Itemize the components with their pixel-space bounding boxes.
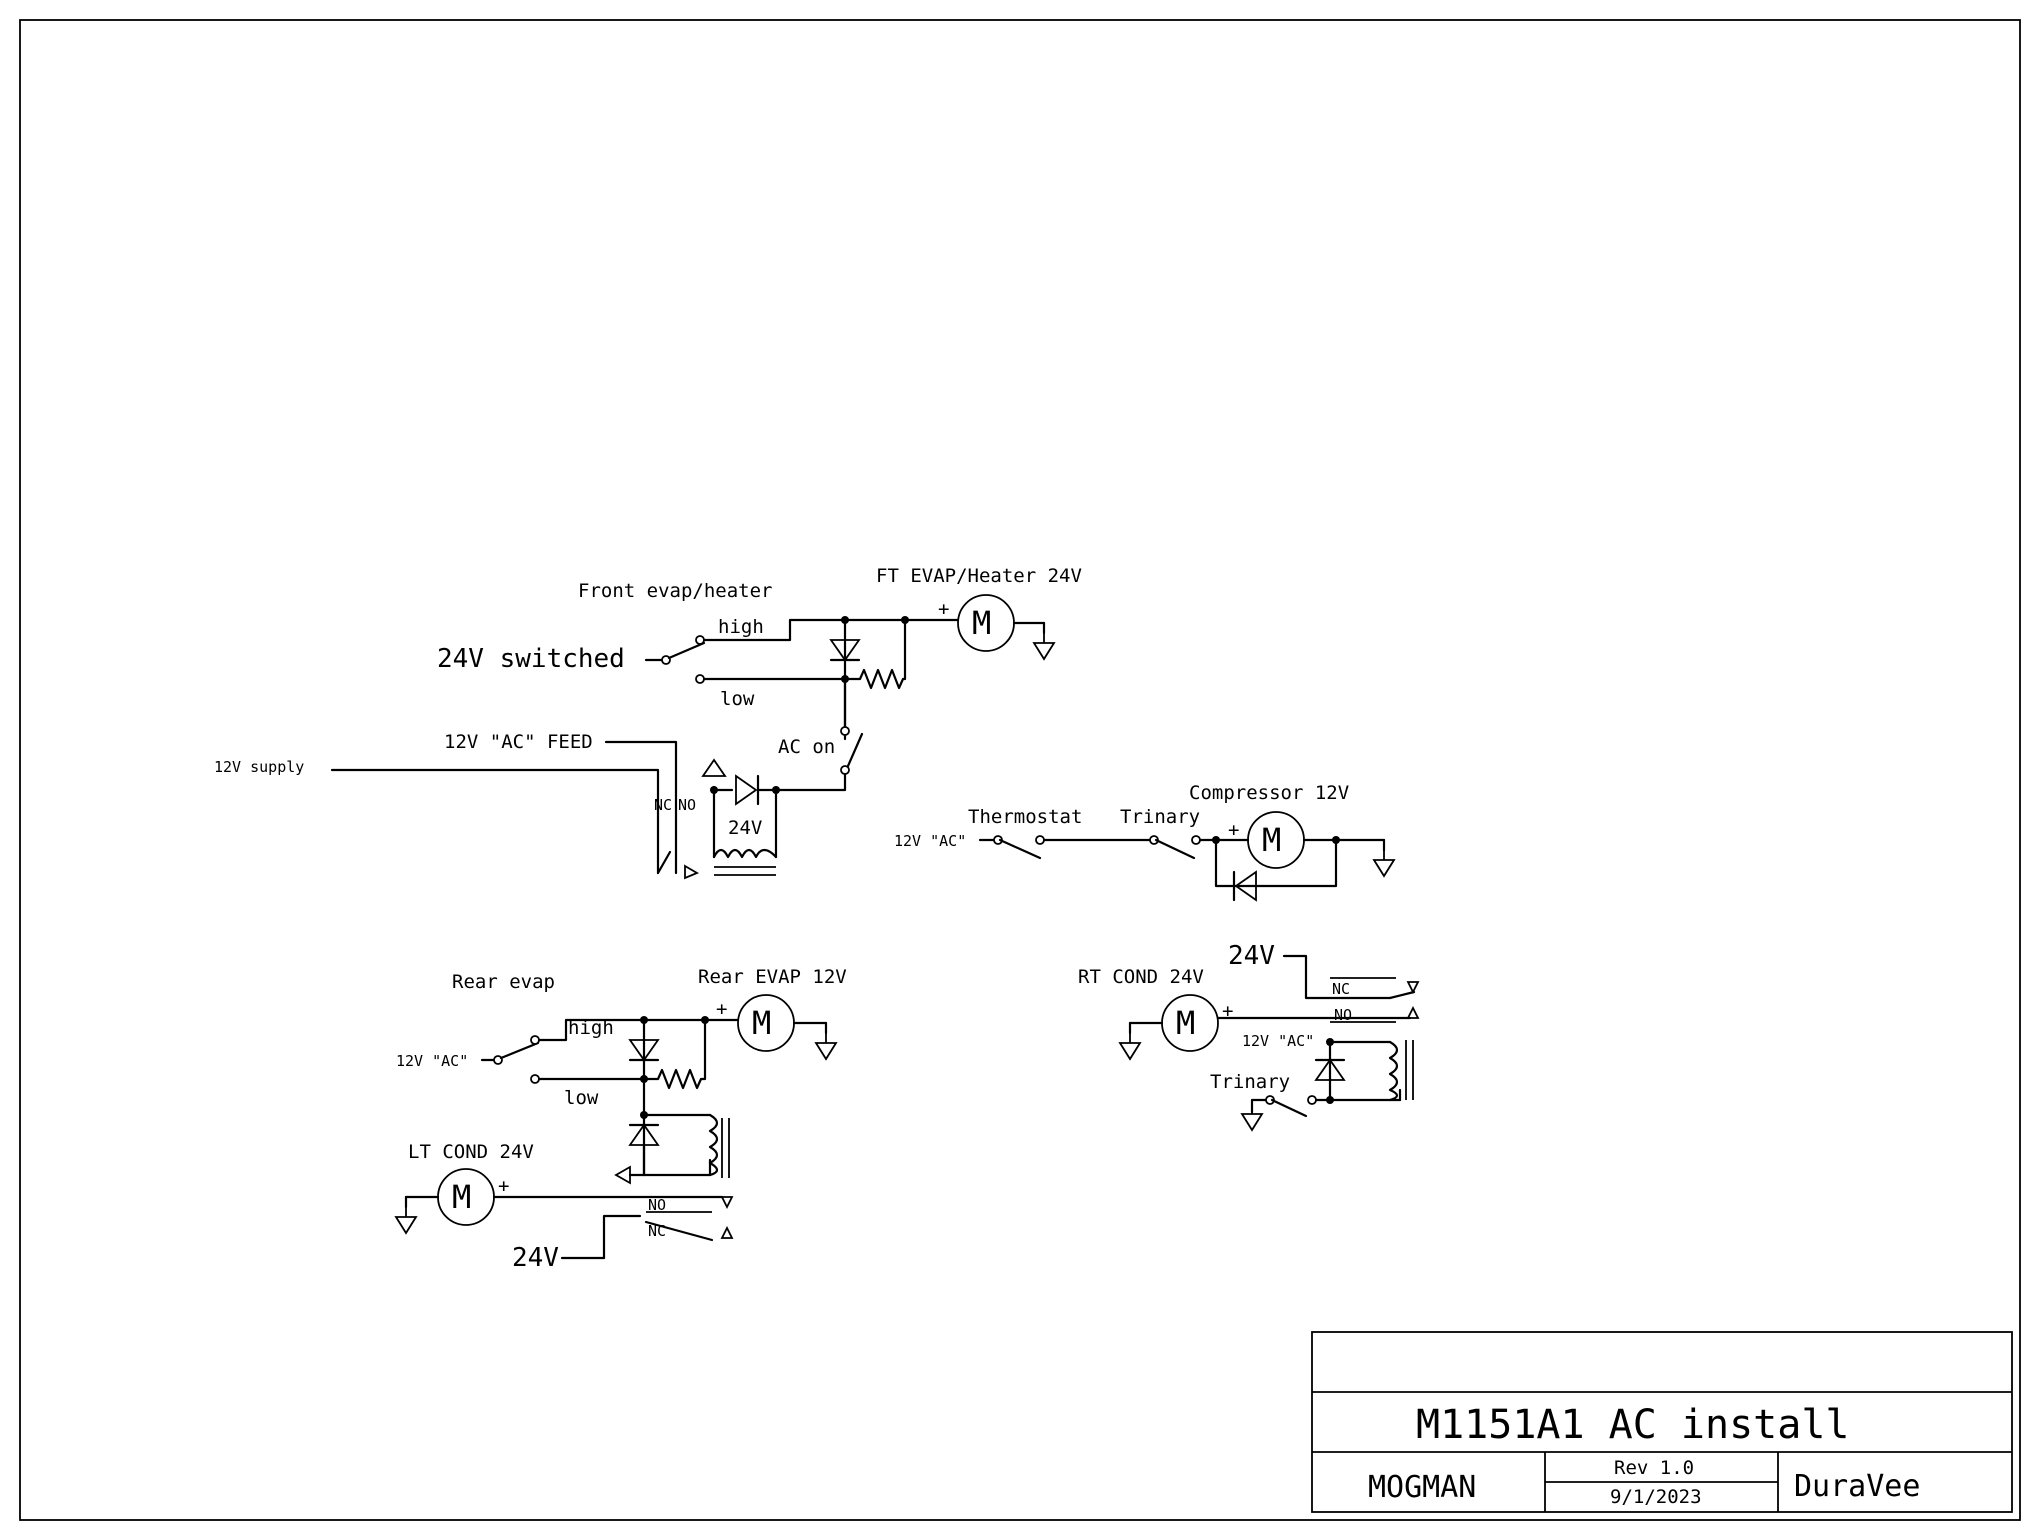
rt-cond-circuit: RT COND 24V 24V NC M + NO 12V "AC" [1078, 941, 1420, 1131]
resistor-front [843, 618, 907, 690]
motor-rt-cond: M [1161, 994, 1219, 1052]
front-evap-circuit: Front evap/heater FT EVAP/Heater 24V 24V… [214, 565, 1082, 880]
motor-ft-evap: M [957, 594, 1015, 652]
diode-compressor [1232, 870, 1257, 902]
drawing-title: M1151A1 AC install [1416, 1402, 1849, 1448]
plus-front-motor: + [938, 598, 949, 620]
motor-rear-evap: M [737, 994, 795, 1052]
selector-switch-front [667, 641, 706, 660]
label-nc-front: NC [654, 796, 672, 814]
label-high-front: high [718, 616, 764, 638]
trinary-switch-rt [1270, 1098, 1308, 1118]
motor-letter-rear: M [752, 1004, 771, 1042]
label-nc-rt: NC [1332, 980, 1350, 998]
label-no-lt: NO [648, 1196, 666, 1214]
drawing-date: 9/1/2023 [1610, 1486, 1702, 1508]
sheet-border [19, 19, 2021, 1521]
relay-rear [614, 1111, 730, 1185]
rear-evap-circuit: Rear evap Rear EVAP 12V high low 12V "AC… [395, 966, 847, 1273]
label-ac-on: AC on [778, 736, 835, 758]
plus-rear-motor: + [716, 998, 727, 1020]
label-12v-ac-rt: 12V "AC" [1242, 1032, 1314, 1050]
label-12v-ac-compressor: 12V "AC" [894, 832, 966, 850]
label-24v-rt: 24V [1228, 941, 1275, 971]
diode-rear [628, 1039, 660, 1062]
relay-rt [1314, 1038, 1414, 1104]
motor-compressor: M [1247, 811, 1305, 869]
label-lt-cond-24v: LT COND 24V [408, 1141, 534, 1163]
selector-switch-rear [499, 1041, 540, 1060]
motor-letter-rt: M [1176, 1004, 1195, 1042]
label-rear-evap: Rear evap [452, 971, 555, 993]
label-12v-ac-rear: 12V "AC" [396, 1052, 468, 1070]
motor-letter-compressor: M [1262, 821, 1281, 859]
motor-letter-ft: M [972, 604, 991, 642]
label-front-evap-heater: Front evap/heater [578, 580, 772, 602]
company-name: DuraVee [1794, 1469, 1920, 1504]
author-name: MOGMAN [1368, 1470, 1476, 1505]
plus-compressor-motor: + [1228, 819, 1239, 841]
plus-lt-motor: + [498, 1175, 509, 1197]
label-trinary-rt: Trinary [1210, 1071, 1290, 1093]
ac-on-switch [846, 732, 864, 768]
relay-front: 24V [701, 758, 778, 876]
label-low-front: low [720, 688, 755, 710]
diode-front [829, 639, 861, 662]
label-24v-switched: 24V switched [437, 644, 625, 674]
label-thermostat: Thermostat [968, 806, 1082, 828]
label-coil-24v: 24V [728, 817, 762, 839]
label-no-front: NO [678, 796, 696, 814]
compressor-circuit: Thermostat Trinary Compressor 12V 12V "A… [894, 782, 1395, 902]
motor-lt-cond: M [437, 1168, 495, 1226]
title-block: M1151A1 AC install MOGMAN Rev 1.0 9/1/20… [1311, 1331, 2013, 1513]
label-high-rear: high [568, 1017, 614, 1039]
label-low-rear: low [564, 1087, 599, 1109]
label-compressor-12v: Compressor 12V [1189, 782, 1349, 804]
label-rear-evap-12v: Rear EVAP 12V [698, 966, 847, 988]
label-no-rt: NO [1334, 1006, 1352, 1024]
thermostat-switch [998, 838, 1042, 860]
resistor-rear [642, 1018, 707, 1090]
label-24v-lt: 24V [512, 1243, 559, 1273]
plus-rt-motor: + [1222, 1000, 1233, 1022]
revision: Rev 1.0 [1614, 1457, 1694, 1479]
motor-letter-lt: M [452, 1178, 471, 1216]
label-trinary-compressor: Trinary [1120, 806, 1200, 828]
label-ft-evap-heater: FT EVAP/Heater 24V [876, 565, 1082, 587]
label-rt-cond-24v: RT COND 24V [1078, 966, 1204, 988]
label-12v-ac-feed: 12V "AC" FEED [444, 731, 593, 753]
trinary-switch-compressor [1154, 838, 1196, 860]
label-12v-supply: 12V supply [214, 758, 304, 776]
